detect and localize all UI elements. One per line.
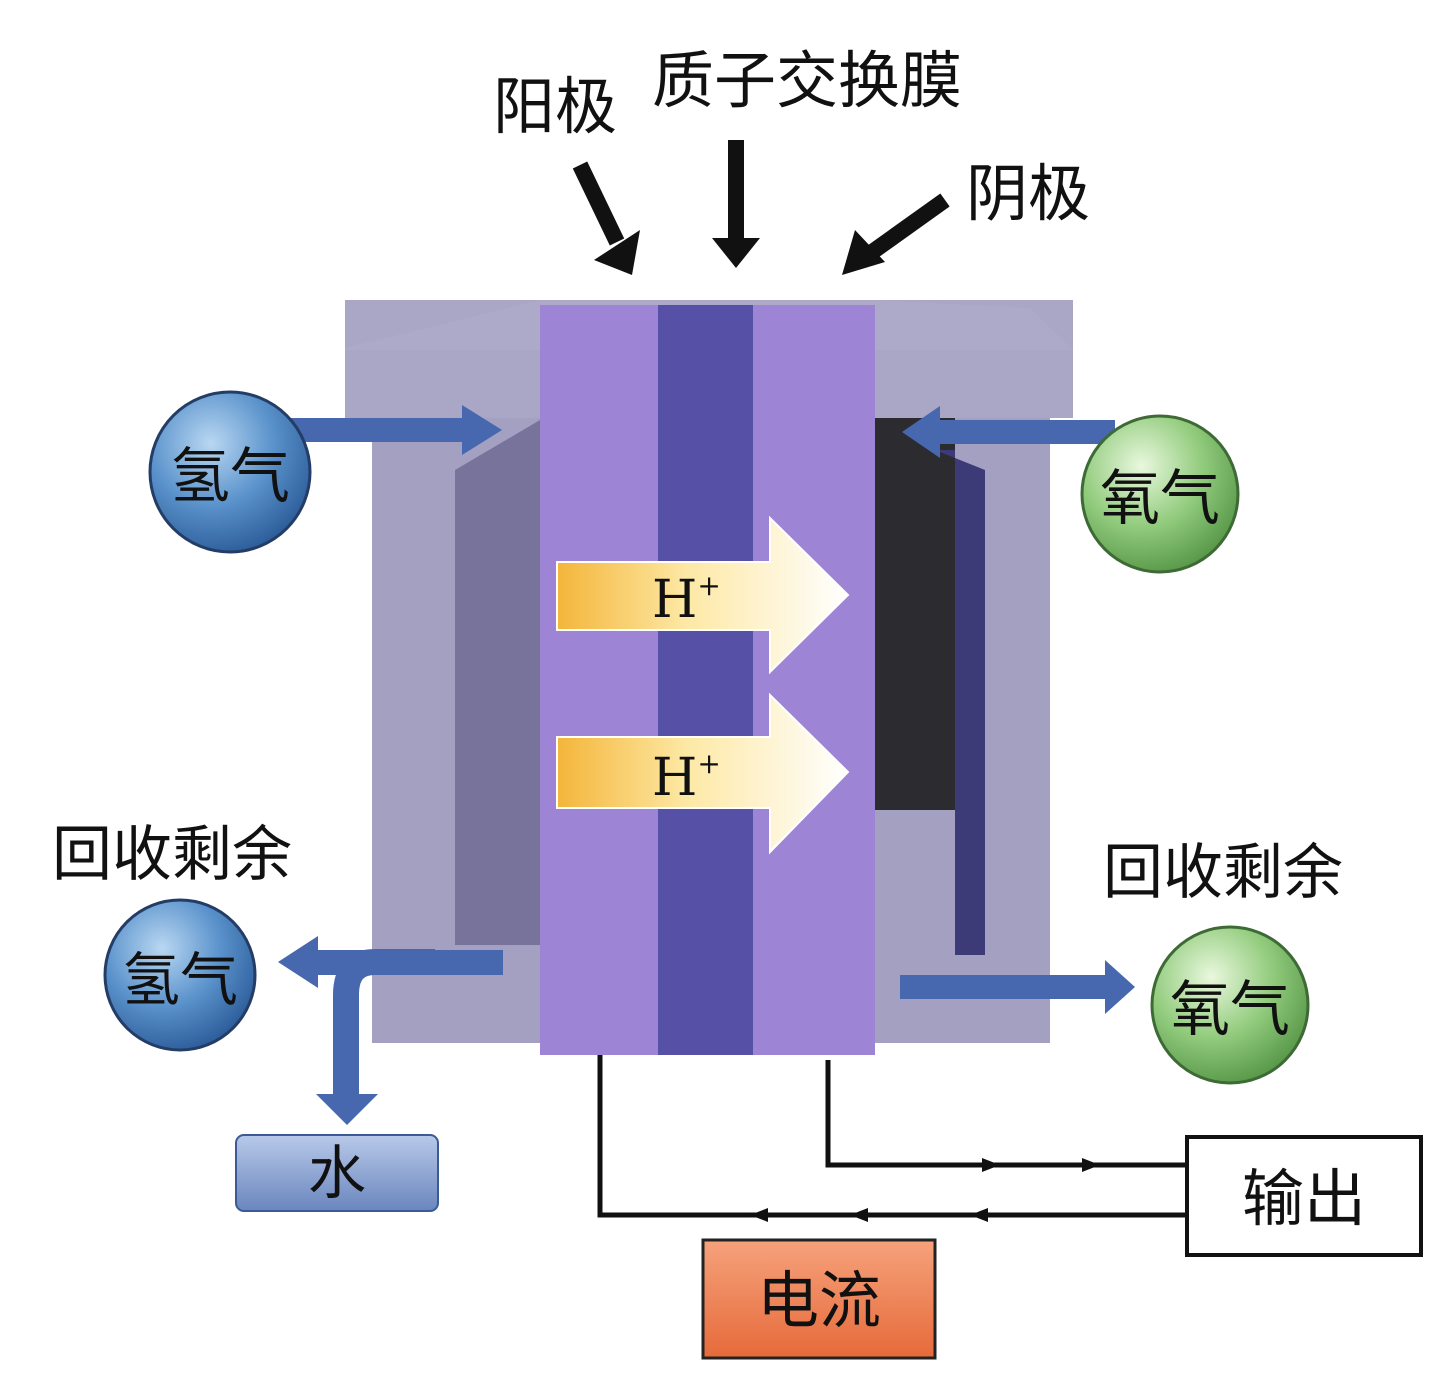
- anode-recess: [455, 420, 540, 945]
- electrode-stack: [540, 305, 875, 1055]
- oxygen-outlet-label: 氧气: [1170, 975, 1290, 1045]
- circuit-arrows: [750, 1158, 1100, 1222]
- oxygen-inlet-label: 氧气: [1100, 464, 1220, 534]
- output-label: 输出: [1242, 1162, 1366, 1235]
- anode-pointer-arrow: [572, 161, 640, 275]
- anode-label: 阳极: [493, 70, 617, 143]
- hydrogen-outlet-label: 氢气: [122, 946, 238, 1014]
- cathode-label: 阴极: [966, 157, 1090, 230]
- proton-arrow-1: H+: [556, 515, 850, 675]
- recover-right-label: 回收剩余: [1103, 838, 1343, 908]
- output-box: 输出: [1185, 1135, 1423, 1257]
- cathode-layer: [753, 305, 875, 1055]
- hydrogen-outlet-pipe: [278, 936, 503, 1125]
- oxygen-outlet-pipe: [900, 960, 1135, 1014]
- current-box: 电流: [701, 1238, 937, 1360]
- oxygen-inlet-ball: 氧气: [1080, 414, 1240, 574]
- hydrogen-inlet-pipe: [290, 405, 502, 455]
- proton-label-1: H+: [652, 569, 721, 630]
- hydrogen-outlet-ball: 氢气: [103, 898, 257, 1052]
- oxygen-inlet-pipe: [902, 406, 1115, 458]
- current-label: 电流: [757, 1264, 881, 1337]
- hydrogen-inlet-label: 氢气: [170, 442, 290, 512]
- water-box: 水: [235, 1134, 439, 1212]
- recover-left-label: 回收剩余: [52, 820, 292, 890]
- cathode-plate: [875, 418, 955, 810]
- membrane-layer: [658, 305, 753, 1055]
- proton-label-2: H+: [652, 747, 721, 808]
- cathode-pointer-arrow: [842, 193, 950, 275]
- hydrogen-inlet-ball: 氢气: [148, 390, 312, 554]
- membrane-pointer-arrow: [712, 140, 760, 268]
- water-label: 水: [308, 1139, 366, 1207]
- cell-frame: [345, 300, 1073, 1043]
- oxygen-outlet-ball: 氧气: [1150, 925, 1310, 1085]
- external-circuit: [597, 1055, 1187, 1218]
- membrane-label: 质子交换膜: [652, 44, 962, 117]
- anode-layer: [540, 305, 658, 1055]
- cathode-recess: [935, 450, 985, 955]
- proton-arrow-2: H+: [556, 692, 850, 855]
